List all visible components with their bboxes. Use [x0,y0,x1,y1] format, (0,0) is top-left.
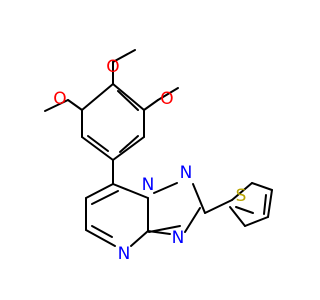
atom-n-triazole-top: N [180,163,193,183]
bond-4 [143,99,159,111]
bond-18 [85,229,116,247]
bond-25 [192,183,206,214]
bond-14 [119,135,139,153]
bond-3 [44,99,69,112]
bond-7 [81,83,114,111]
bond-29 [204,199,233,214]
bond-12 [117,90,139,111]
bond-5 [157,87,179,101]
bond-2 [67,99,83,111]
bond-16 [85,183,114,199]
bond-31 [251,182,273,191]
atom-o-left: O [53,89,66,109]
bond-33 [244,216,269,227]
molecule-structure-diagram: O O O N N N N S [44,49,273,264]
bond-lines [44,49,273,247]
bond-19 [130,230,149,247]
bond-21 [112,183,149,199]
atom-n-pyrimidine: N [118,244,131,264]
bond-6 [112,83,145,111]
bond-22 [91,190,119,205]
atom-o-right: O [160,89,173,109]
bond-1 [112,49,136,63]
atom-n-triazole-bottom: N [172,228,185,248]
bond-24 [153,182,178,194]
bond-26 [184,207,201,233]
bond-28 [148,225,181,233]
bond-13 [87,135,109,152]
bond-23 [91,225,113,238]
atom-n-bridge: N [142,175,155,195]
bond-10 [112,136,145,161]
atom-s-thiophene: S [236,186,247,206]
bond-30 [231,182,253,201]
bond-9 [81,136,114,161]
bond-32 [267,189,273,218]
bond-35 [235,206,254,214]
atom-o-top: O [106,57,119,77]
bond-34 [229,206,246,227]
bond-36 [263,194,267,215]
